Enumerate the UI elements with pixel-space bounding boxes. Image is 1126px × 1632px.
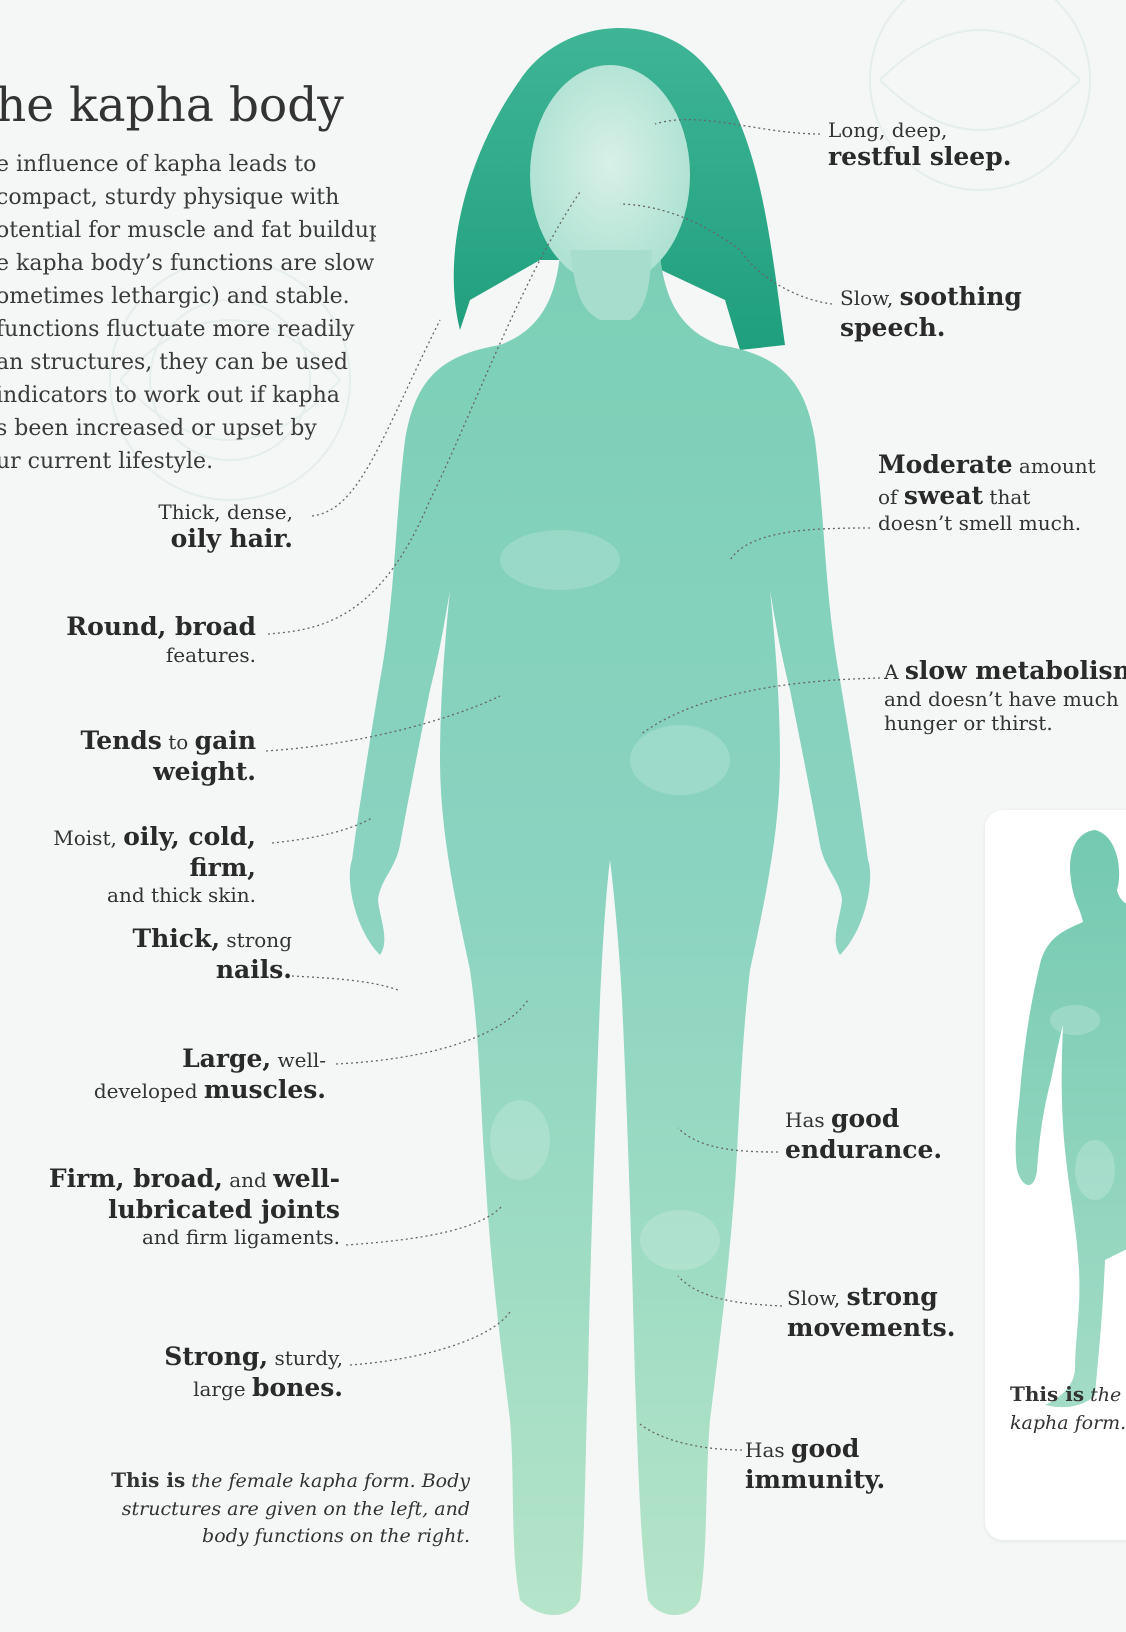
label-sleep: Long, deep, restful sleep.	[828, 118, 1011, 173]
intro-line: otential for muscle and fat buildup.	[0, 214, 376, 247]
label-movements: Slow, strong movements.	[787, 1282, 955, 1343]
intro-line: e influence of kapha leads to	[0, 148, 376, 181]
female-form-caption: This is the female kapha form. Body stru…	[111, 1466, 470, 1551]
intro-line: indicators to work out if kapha	[0, 379, 376, 412]
label-immunity: Has good immunity.	[745, 1434, 885, 1495]
label-joints: Firm, broad, and well- lubricated joints…	[49, 1164, 340, 1249]
label-speech: Slow, soothing speech.	[840, 282, 1022, 343]
intro-line: s been increased or upset by	[0, 412, 376, 445]
label-weight: Tends to gain weight.	[80, 726, 256, 787]
intro-line: compact, sturdy physique with	[0, 181, 376, 214]
intro-line: ometimes lethargic) and stable.	[0, 280, 376, 313]
intro-line: ur current lifestyle.	[0, 445, 376, 478]
intro-line: functions fluctuate more readily	[0, 313, 376, 346]
label-hair: Thick, dense, oily hair.	[158, 500, 293, 555]
label-skin: Moist, oily, cold, firm, and thick skin.	[0, 822, 256, 907]
page-title: he kapha body	[0, 78, 344, 133]
label-endurance: Has good endurance.	[785, 1104, 942, 1165]
intro-line: e kapha body’s functions are slow	[0, 247, 376, 280]
intro-line: an structures, they can be used	[0, 346, 376, 379]
label-sweat: Moderate amount of sweat that doesn’t sm…	[878, 450, 1096, 535]
label-features: Round, broad features.	[66, 612, 256, 667]
label-bones: Strong, sturdy, large bones.	[164, 1342, 343, 1403]
male-form-caption: This is the m kapha form.	[1010, 1380, 1126, 1437]
label-metabolism: A slow metabolism, and doesn’t have much…	[884, 656, 1126, 735]
label-muscles: Large, well- developed muscles.	[94, 1044, 326, 1105]
intro-paragraph: e influence of kapha leads to compact, s…	[0, 148, 376, 478]
label-nails: Thick, strong nails.	[133, 924, 292, 985]
male-form-inset: This is the m kapha form.	[985, 810, 1126, 1540]
